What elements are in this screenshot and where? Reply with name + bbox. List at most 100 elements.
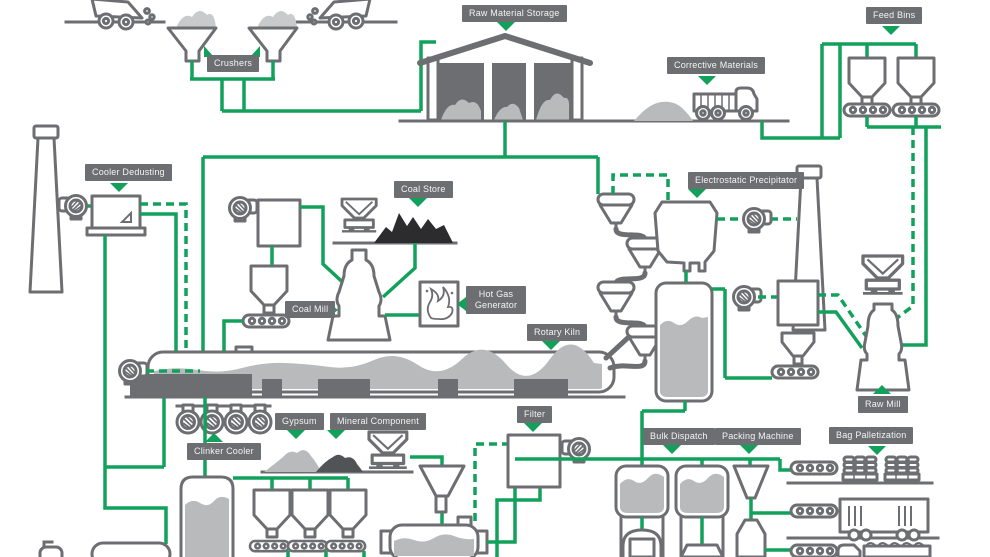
- pointer-crushers-right: [250, 46, 260, 57]
- mill-drum-icon: [90, 541, 172, 557]
- label-coal-mill: Coal Mill: [285, 301, 336, 318]
- bag-truck-icon: [836, 542, 932, 557]
- kiln-section: [118, 121, 635, 399]
- pointer-crushers-left: [204, 46, 214, 57]
- fan-icon: [742, 207, 773, 234]
- packing-hopper-icon: [732, 464, 770, 500]
- conveyor-icon: [248, 539, 291, 553]
- pointer-gypsum: [287, 430, 305, 439]
- flow-line: [749, 498, 791, 520]
- label-gypsum: Gypsum: [275, 413, 324, 430]
- pointer-raw-material-storage: [497, 22, 515, 31]
- conveyor-icon: [324, 539, 367, 553]
- gas-line: [473, 442, 508, 521]
- pointer-corrective-materials: [698, 76, 716, 85]
- flow-line: [300, 205, 352, 291]
- label-rotary-kiln: Rotary Kiln: [527, 324, 588, 341]
- fan-icon: [57, 194, 88, 221]
- gypsum-pile-icon: [264, 450, 321, 472]
- pointer-clinker-cooler: [205, 433, 223, 442]
- label-crushers: Crushers: [207, 55, 260, 72]
- label-raw-material-storage: Raw Material Storage: [462, 5, 567, 22]
- crusher-feed-section: [64, 0, 436, 113]
- pointer-hot-gas-generator: [457, 297, 466, 311]
- mineral-pile-icon: [316, 454, 363, 472]
- rubble-pile: [257, 10, 297, 28]
- rail-wagon-icon: [838, 497, 930, 542]
- raw-mill-icon: [855, 302, 911, 392]
- corrective-materials-section: [634, 86, 840, 140]
- bag-stack-icon: [883, 455, 921, 482]
- flow-line: [818, 310, 864, 350]
- clinker-cooler-fan-icon: [247, 403, 273, 435]
- conveyor-icon: [789, 460, 839, 476]
- fan-icon: [732, 285, 763, 312]
- label-bulk-dispatch: Bulk Dispatch: [643, 428, 715, 445]
- flow-line: [222, 319, 243, 352]
- feed-bins-section: [820, 42, 941, 347]
- flow-line: [820, 42, 918, 138]
- preheater-tower-icon: [596, 173, 670, 371]
- dedusting-unit-icon: [90, 194, 142, 230]
- bulk-silo-icon: [674, 464, 730, 557]
- flow-line: [515, 457, 791, 472]
- crusher-hopper-icon: [247, 26, 299, 63]
- conveyor-icon: [770, 364, 820, 380]
- conveyor-icon: [286, 539, 329, 553]
- chimney-icon: [28, 136, 64, 294]
- flow-line: [140, 212, 178, 352]
- label-corrective-materials: Corrective Materials: [667, 57, 766, 74]
- bag-stack-icon: [841, 455, 879, 482]
- clinker-cooler-fan-icon: [223, 403, 249, 435]
- filter-box-icon: [506, 433, 562, 489]
- clinker-cooler-fan-icon: [175, 403, 201, 435]
- flow-line: [233, 476, 350, 490]
- label-raw-mill: Raw Mill: [858, 396, 908, 413]
- raw-mill-section: [732, 254, 911, 392]
- fan-icon: [228, 196, 259, 223]
- label-filter: Filter: [517, 406, 553, 423]
- cooler-dedusting-section: [28, 124, 188, 544]
- coal-silo-icon: [256, 198, 302, 248]
- preheater-cyclone-icon: [596, 192, 636, 233]
- pointer-packing-machine: [740, 445, 758, 454]
- rubble-pile: [176, 10, 216, 28]
- label-packing-machine: Packing Machine: [715, 428, 801, 445]
- pointer-rotary-kiln: [542, 341, 560, 350]
- tanker-truck-icon: [679, 543, 725, 557]
- label-hot-gas-generator: Hot Gas Generator: [466, 286, 526, 314]
- conveyor-icon: [891, 102, 941, 118]
- electrostatic-precipitator-icon: [653, 200, 719, 273]
- flow-line: [190, 40, 436, 113]
- coal-pile-icon: [374, 213, 453, 243]
- preheater-cyclone-icon: [596, 280, 636, 321]
- conveyor-icon: [241, 313, 291, 329]
- label-cooler-dedusting: Cooler Dedusting: [85, 164, 172, 181]
- hopper-wagon-icon: [340, 197, 378, 233]
- hopper-wagon-icon: [367, 430, 409, 470]
- coal-mill-icon: [326, 248, 392, 342]
- chimney-icon: [32, 124, 60, 140]
- coal-section: [222, 196, 460, 352]
- hopper-icon: [418, 464, 466, 498]
- conveyor-icon: [789, 503, 839, 519]
- pump-icon: [38, 545, 64, 557]
- clinker-section: [38, 397, 273, 557]
- flow-line: [712, 287, 772, 380]
- label-electrostatic-precipitator: Electrostatic Precipitator: [688, 172, 805, 189]
- dump-truck-icon: [306, 0, 372, 31]
- pointer-bag-palletization: [868, 446, 886, 455]
- label-coal-store: Coal Store: [394, 181, 453, 198]
- filter-box-icon: [776, 279, 820, 327]
- hot-gas-generator-icon: [418, 280, 460, 328]
- gas-line: [611, 173, 670, 200]
- flow-line: [103, 235, 168, 544]
- bagging-unit-icon: [735, 518, 767, 557]
- flow-line: [495, 487, 542, 557]
- crusher-hopper-icon: [166, 26, 218, 63]
- flow-line: [865, 116, 941, 129]
- feed-bin-icon: [252, 488, 292, 539]
- pointer-feed-bins: [882, 26, 900, 35]
- raw-material-storage-building: [398, 33, 790, 123]
